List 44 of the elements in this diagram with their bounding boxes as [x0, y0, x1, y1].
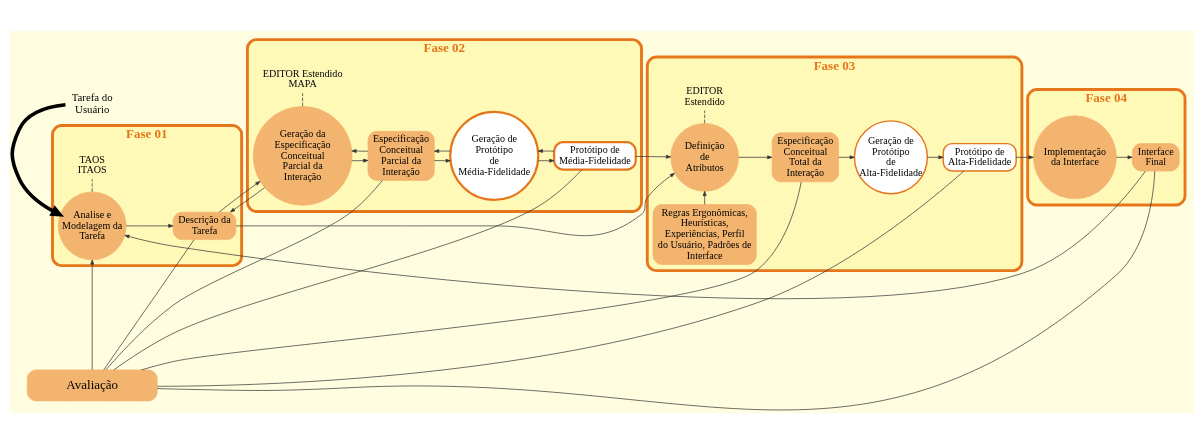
connector	[113, 168, 583, 370]
node-text: EDITOR Estendido	[684, 84, 725, 107]
arrow	[218, 180, 261, 212]
node-box: Protótipo de Alta-Fidelidade	[942, 142, 1017, 172]
arrow	[351, 158, 369, 162]
node-box: Especificação Conceitual Total da Interação	[771, 131, 839, 182]
arrow	[235, 172, 675, 236]
connector	[302, 92, 303, 107]
arrow	[537, 148, 555, 153]
arrow	[927, 154, 944, 159]
arrow	[537, 158, 555, 163]
node-circle: Geração de Protótipo de Alta-Fidelidade	[853, 119, 929, 194]
arrow	[124, 170, 1146, 299]
node-text: Tarefa do Usuário	[71, 90, 113, 115]
arrow	[702, 190, 707, 205]
arrow	[1116, 154, 1133, 159]
arrow	[90, 259, 95, 370]
arrow	[738, 154, 773, 159]
node-circle: Geração de Protótipo de Média-Fidelidade	[449, 110, 540, 201]
arrow	[838, 154, 855, 159]
arrow	[351, 148, 369, 153]
connector	[141, 181, 802, 370]
connector	[156, 170, 1156, 410]
arrow	[434, 148, 451, 153]
node-box: Protótipo de Média-Fidelidade	[553, 140, 637, 171]
arrow	[434, 158, 451, 163]
node-box: Avaliação	[26, 369, 158, 401]
arrow	[1015, 154, 1034, 159]
connector	[704, 109, 705, 124]
arrow	[10, 102, 66, 217]
arrow	[230, 186, 265, 212]
arrow	[125, 223, 174, 228]
connector	[103, 238, 195, 370]
arrow	[635, 154, 672, 159]
node-box: Especificação Conceitual Parcial da Interação	[367, 130, 435, 181]
node-circle: Analise e Modelagem da Tarefa	[57, 191, 127, 260]
node-text: TAOS ITAOS	[77, 153, 107, 175]
node-box: Descrição da Tarefa	[172, 211, 237, 240]
node-text: EDITOR Estendido MAPA	[262, 67, 343, 89]
node-box: Regras Ergonômicas, Heurísticas, Experiências, Perfil do Usuário, Padrões de Interface	[652, 203, 757, 265]
node-circle: Implementação da Interface	[1033, 114, 1117, 199]
connector	[157, 170, 965, 387]
node-box: Interface Final	[1131, 142, 1180, 171]
connector	[105, 179, 383, 370]
